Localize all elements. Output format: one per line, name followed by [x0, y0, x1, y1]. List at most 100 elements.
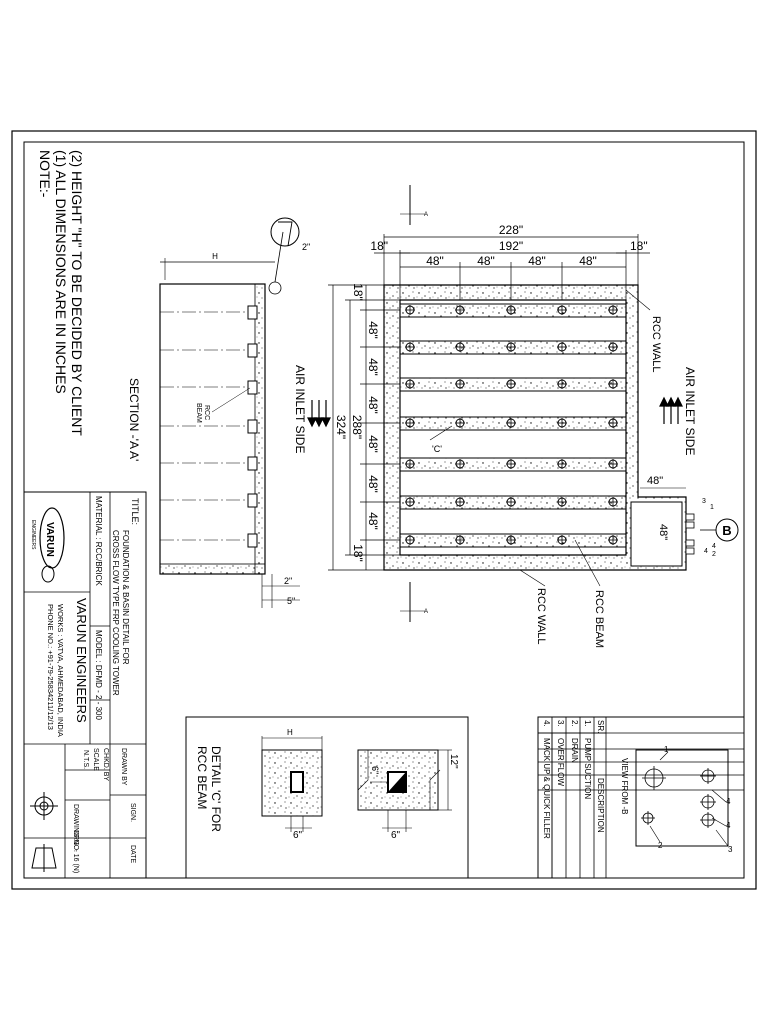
dim-end-bottom: 18"	[351, 544, 365, 562]
section-beam-label: BEAM	[195, 403, 202, 423]
detail-dim-12: 12"	[448, 754, 459, 769]
note-2: (2) HEIGHT "H" TO BE DECIDED BY CLIENT	[69, 150, 85, 436]
table-row-2-desc: DRAIN	[570, 738, 579, 763]
dim-side-left: 18"	[370, 239, 388, 253]
dim-beam-5: 48"	[366, 475, 380, 493]
section-dim-top: 2"	[302, 242, 310, 252]
dim-bay-1: 48"	[426, 254, 444, 268]
checked-by-label: CHKD. BY	[102, 748, 109, 781]
dim-bay-4: 48"	[579, 254, 597, 268]
dim-overall-width: 228"	[499, 223, 523, 237]
table-header-description: DESCRIPTION	[596, 778, 605, 833]
section-dim-bottom-b: 5"	[287, 596, 295, 606]
view-b-number-4a: 4	[726, 797, 731, 806]
detail-callout: 'C'	[432, 444, 442, 454]
air-inlet-right-arrows	[659, 396, 683, 424]
drawing-no-label: DRAWING NO.	[72, 804, 79, 852]
pipe-number-3: 3	[702, 498, 706, 505]
table-header-sr: SR.	[596, 720, 605, 733]
title-block: TITLE: FOUNDATION & BASIN DETAIL FOR CRO…	[23, 491, 147, 879]
rcc-beams	[399, 303, 627, 548]
table-row-1-desc: PUMP SUCTION	[583, 738, 592, 799]
section-height-label: H	[212, 252, 218, 261]
table-row-3-desc: OVER FLOW	[556, 738, 565, 786]
dim-bay-3: 48"	[528, 254, 546, 268]
table-row-3-sr: 3.	[556, 720, 565, 727]
dim-inner-length: 288"	[350, 415, 364, 439]
company-name: VARUN ENGINEERS	[74, 598, 89, 723]
title-line-2: CROSS FLOW TYPE FRP COOLING TOWER	[111, 530, 120, 696]
sump-pit	[630, 501, 683, 567]
view-b-title: VIEW FROM -B	[620, 758, 629, 814]
dim-beam-3: 48"	[366, 396, 380, 414]
detail-dim-6-lower: 6"	[391, 830, 401, 841]
rcc-wall-label-bottom: RCC WALL	[535, 588, 547, 644]
section-dim-bottom-a: 2"	[284, 576, 292, 586]
detail-title-2: RCC BEAM	[195, 746, 209, 809]
detail-dim-6-side: 6"	[370, 766, 380, 774]
table-row-1-sr: 1.	[583, 720, 592, 727]
drawing-number: DRG. - 16 (N)	[72, 830, 79, 873]
left-dimensions	[328, 284, 400, 571]
air-inlet-right: AIR INLET SIDE	[683, 367, 697, 455]
dim-beam-4: 48"	[366, 435, 380, 453]
dim-overall-length: 324"	[334, 415, 348, 439]
view-b-number-4b: 4	[726, 821, 731, 830]
section-top-detail	[270, 217, 300, 247]
dim-beam-1: 48"	[366, 321, 380, 339]
sump-length-dim: 48"	[657, 524, 669, 540]
scale-label: SCALE	[92, 748, 99, 771]
drawn-by-label: DRAWN BY	[120, 748, 127, 786]
notes: NOTE:- (1) ALL DIMENSIONS ARE IN INCHES …	[37, 150, 85, 436]
air-inlet-left: AIR INLET SIDE	[293, 365, 307, 453]
logo-sub: ENGINEERS	[30, 520, 36, 550]
dim-beam-2: 48"	[366, 358, 380, 376]
date-label: DATE	[129, 845, 136, 863]
detail-title-1: DETAIL 'C' FOR	[209, 746, 223, 832]
view-b-number-2: 2	[658, 841, 663, 850]
section-beam-pockets	[247, 305, 258, 548]
plan-view: A A	[293, 185, 739, 648]
section-a-a: H 2" 2" 5" RCC BEAM SECTION -'A A'	[127, 217, 310, 608]
view-b-number-3: 3	[728, 845, 733, 854]
dim-bay-2: 48"	[477, 254, 495, 268]
title-label: TITLE:	[130, 498, 140, 525]
air-inlet-left-arrows	[307, 400, 331, 428]
company-phone: PHONE NO.: +91-79-25834211/12/13	[46, 604, 55, 730]
company-logo: VARUN ENGINEERS	[30, 507, 65, 583]
scale-value: N.T.S.	[82, 750, 89, 769]
section-title: SECTION -'A A'	[127, 378, 141, 461]
pipe-number-4a: 4	[712, 543, 716, 550]
view-b-pipes	[641, 766, 716, 828]
section-mark-bottom: A	[424, 609, 428, 615]
notes-heading: NOTE:-	[37, 150, 53, 198]
sump-pipes	[685, 513, 695, 555]
pipe-table: SR. DESCRIPTION 1. PUMP SUCTION 2. DRAIN…	[537, 716, 745, 879]
table-row-4-sr: 4.	[542, 720, 551, 727]
rcc-beam-label: RCC BEAM	[593, 590, 605, 648]
section-rcc-label: RCC	[203, 405, 210, 420]
detail-c: DETAIL 'C' FOR RCC BEAM H 6" 6" 6" 12"	[185, 716, 469, 879]
pipe-number-4b: 4	[704, 548, 708, 555]
dim-inner-width: 192"	[499, 239, 523, 253]
company-address: WORKS : VATVA, AHMEDABAD, INDIA	[56, 604, 65, 737]
outer-border	[11, 130, 757, 890]
table-row-2-sr: 2.	[570, 720, 579, 727]
pipe-number-1: 1	[710, 504, 714, 511]
pipe-number-2: 2	[712, 551, 716, 558]
section-detail-circle	[268, 281, 282, 295]
dim-end-top: 18"	[351, 283, 365, 301]
view-b-number-1: 1	[664, 745, 669, 754]
dim-side-right: 18"	[630, 239, 648, 253]
rcc-wall-label-top: RCC WALL	[650, 316, 662, 372]
detail-h-label: H	[287, 728, 293, 737]
model-label: MODEL : DFMD - 2 - 300	[94, 630, 103, 720]
table-row-4-desc: MACK UP & QUICK FILLER	[542, 738, 551, 839]
detail-dim-6-upper: 6"	[293, 830, 303, 841]
top-dimensions	[374, 234, 650, 300]
section-beam-lines	[160, 311, 255, 541]
projection-symbol-icon	[30, 792, 58, 872]
note-1: (1) ALL DIMENSIONS ARE IN INCHES	[53, 150, 69, 394]
title-line-1: FOUNDATION & BASIN DETAIL FOR	[121, 530, 130, 665]
